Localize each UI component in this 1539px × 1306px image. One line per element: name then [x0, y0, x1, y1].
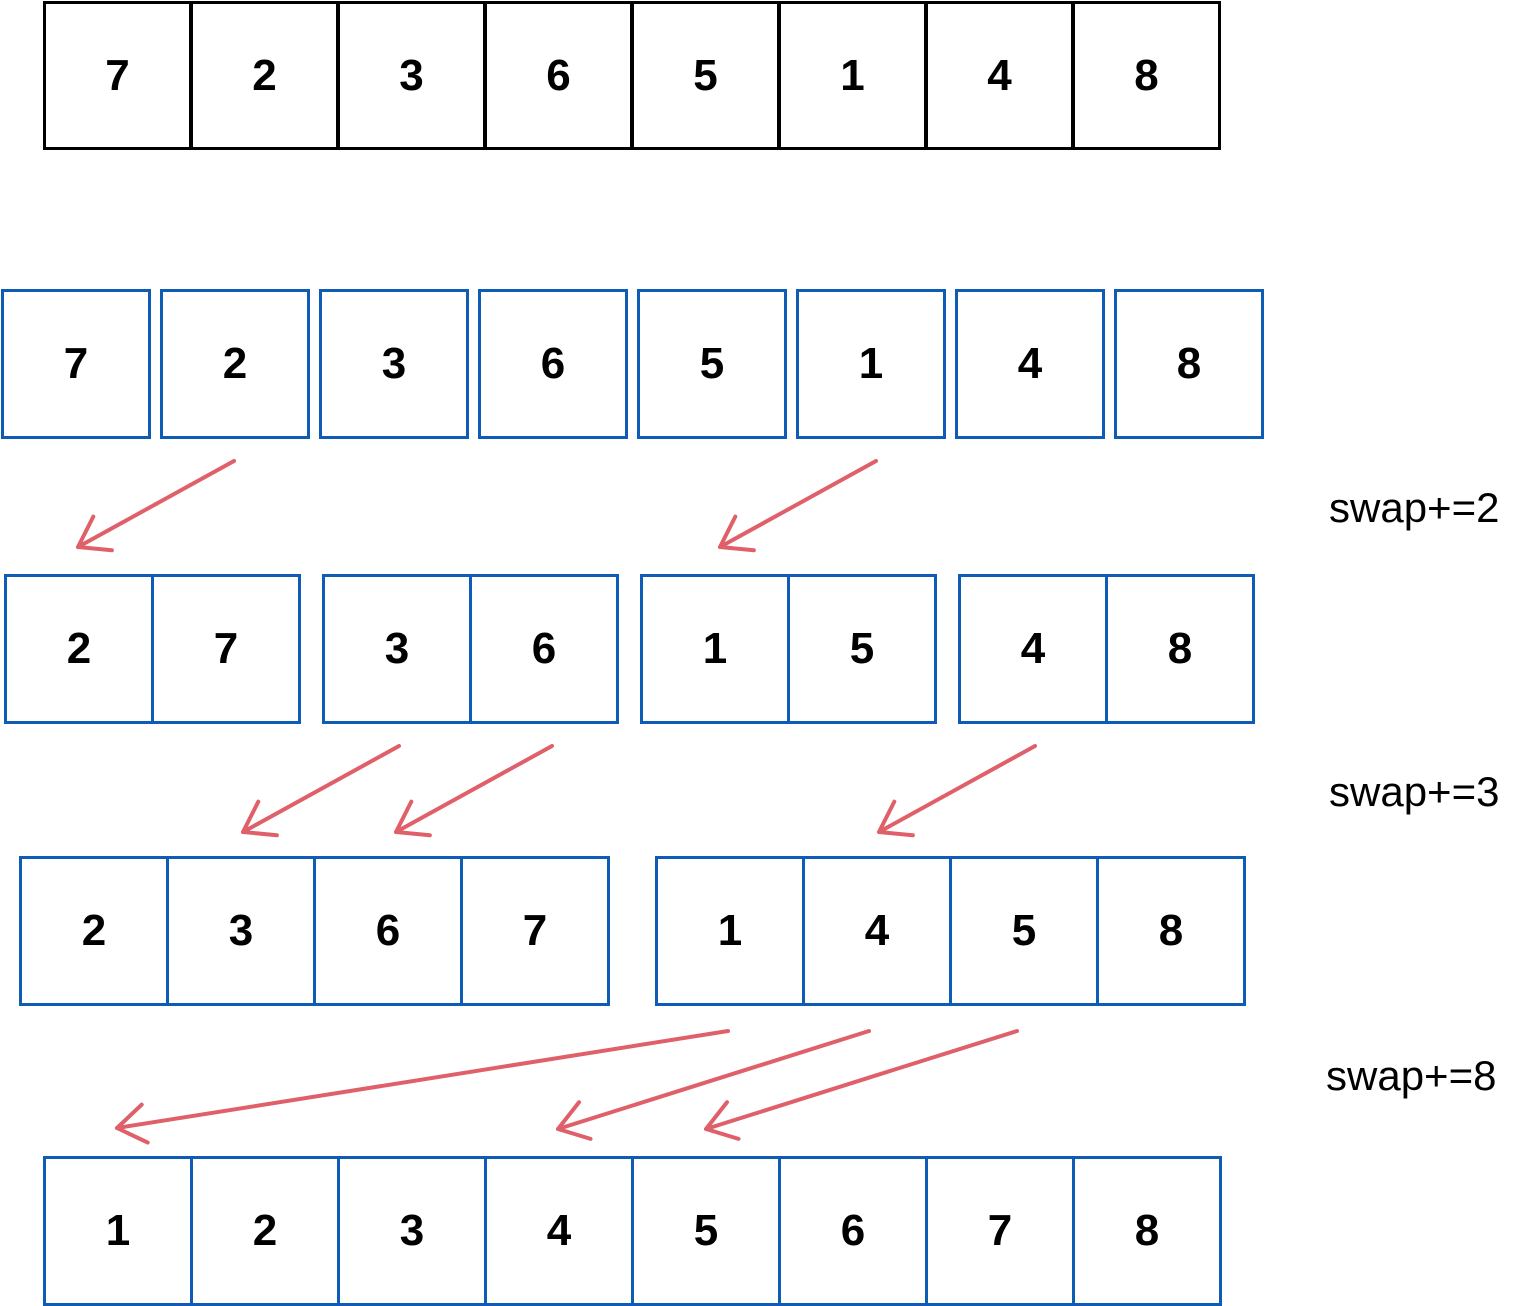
cell-merge-1-4: 6	[469, 574, 619, 724]
cell-original-7: 4	[925, 1, 1074, 150]
cell-original-6: 1	[778, 1, 927, 150]
cell-split-8: 8	[1114, 289, 1264, 439]
cell-merge-2-1: 2	[19, 856, 169, 1006]
cell-original-2: 2	[190, 1, 339, 150]
cell-original-1: 7	[43, 1, 192, 150]
cell-split-1: 7	[1, 289, 151, 439]
cell-split-3: 3	[319, 289, 469, 439]
arrow-4	[394, 744, 554, 838]
arrow-5	[877, 744, 1037, 838]
cell-original-8: 8	[1072, 1, 1221, 150]
cell-original-3: 3	[337, 1, 486, 150]
cell-merge-1-3: 3	[322, 574, 472, 724]
cell-final-6: 6	[778, 1156, 928, 1306]
cell-merge-2-2: 3	[166, 856, 316, 1006]
arrow-8	[704, 1029, 1019, 1141]
cell-merge-1-6: 5	[787, 574, 937, 724]
cell-merge-2-7: 5	[949, 856, 1099, 1006]
swap-label-1: swap+=2	[1329, 484, 1500, 531]
cell-original-4: 6	[484, 1, 633, 150]
cell-split-7: 4	[955, 289, 1105, 439]
cell-split-2: 2	[160, 289, 310, 439]
cell-merge-1-1: 2	[4, 574, 154, 724]
cell-merge-2-3: 6	[313, 856, 463, 1006]
cell-merge-1-8: 8	[1105, 574, 1255, 724]
cell-merge-2-6: 4	[802, 856, 952, 1006]
cell-merge-1-7: 4	[958, 574, 1108, 724]
cell-merge-2-8: 8	[1096, 856, 1246, 1006]
arrow-1	[76, 459, 236, 553]
cell-final-3: 3	[337, 1156, 487, 1306]
cell-merge-2-4: 7	[460, 856, 610, 1006]
cell-final-8: 8	[1072, 1156, 1222, 1306]
cell-final-2: 2	[190, 1156, 340, 1306]
swap-label-3: swap+=8	[1326, 1052, 1497, 1099]
cell-final-4: 4	[484, 1156, 634, 1306]
swap-label-2: swap+=3	[1329, 768, 1500, 815]
arrow-2	[718, 459, 878, 553]
cell-split-5: 5	[637, 289, 787, 439]
cell-merge-1-5: 1	[640, 574, 790, 724]
cell-merge-2-5: 1	[655, 856, 805, 1006]
cell-final-7: 7	[925, 1156, 1075, 1306]
cell-merge-1-2: 7	[151, 574, 301, 724]
cell-original-5: 5	[631, 1, 780, 150]
arrow-3	[241, 744, 401, 838]
cell-final-1: 1	[43, 1156, 193, 1306]
cell-final-5: 5	[631, 1156, 781, 1306]
cell-split-4: 6	[478, 289, 628, 439]
arrow-6	[115, 1029, 730, 1145]
cell-split-6: 1	[796, 289, 946, 439]
arrow-7	[556, 1029, 871, 1141]
